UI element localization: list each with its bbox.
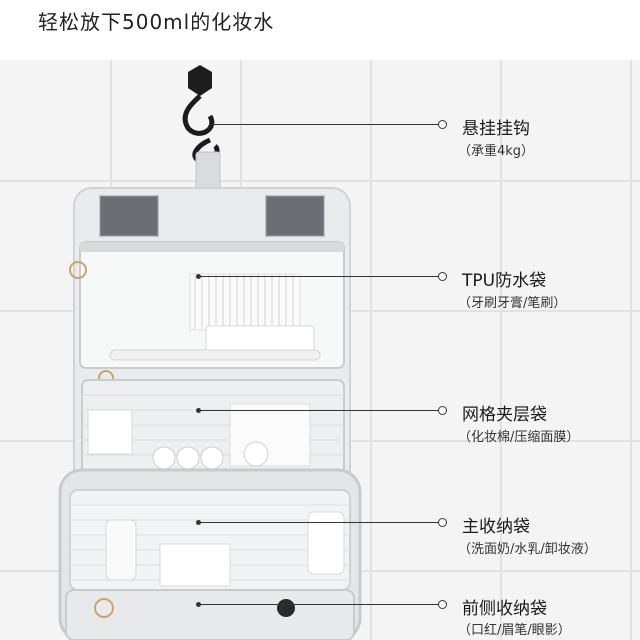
leader-dot xyxy=(438,120,447,129)
leader-line xyxy=(200,522,440,523)
leader-dot xyxy=(438,272,447,281)
leader-pin xyxy=(196,274,201,279)
leader-pin xyxy=(196,408,201,413)
headline: 轻松放下500ml的化妆水 xyxy=(38,10,275,34)
callout-sub: （口红/眉笔/眼影） xyxy=(458,623,571,638)
callout-hanging-hook: 悬挂挂钩 （承重4kg） xyxy=(0,112,640,172)
leader-line xyxy=(210,124,440,125)
callout-label: 主收纳袋 xyxy=(462,517,530,537)
callout-front-pocket: 前侧收纳袋 （口红/眉笔/眼影） xyxy=(0,592,640,640)
callout-mesh-pocket: 网格夹层袋 （化妆棉/压缩面膜） xyxy=(0,398,640,458)
callout-tpu-pocket: TPU防水袋 （牙刷牙膏/笔刷） xyxy=(0,264,640,324)
callout-label: TPU防水袋 xyxy=(462,271,547,291)
callout-sub: （化妆棉/压缩面膜） xyxy=(458,430,580,445)
callout-sub: （牙刷牙膏/笔刷） xyxy=(458,296,567,311)
leader-dot xyxy=(438,406,447,415)
leader-line xyxy=(200,410,440,411)
toiletry-bag-photo xyxy=(40,60,380,640)
callout-label: 前侧收纳袋 xyxy=(462,599,547,619)
title-bar: 轻松放下500ml的化妆水 xyxy=(0,0,640,40)
leader-dot xyxy=(438,600,447,609)
leader-pin xyxy=(196,602,201,607)
callout-label: 悬挂挂钩 xyxy=(462,119,530,139)
leader-pin xyxy=(196,520,201,525)
leader-line xyxy=(200,276,440,277)
callout-sub: （承重4kg） xyxy=(458,144,535,159)
callout-sub: （洗面奶/水乳/卸妆液） xyxy=(458,542,597,557)
leader-line xyxy=(200,604,440,605)
leader-dot xyxy=(438,518,447,527)
callout-main-compartment: 主收纳袋 （洗面奶/水乳/卸妆液） xyxy=(0,510,640,570)
callout-label: 网格夹层袋 xyxy=(462,405,547,425)
